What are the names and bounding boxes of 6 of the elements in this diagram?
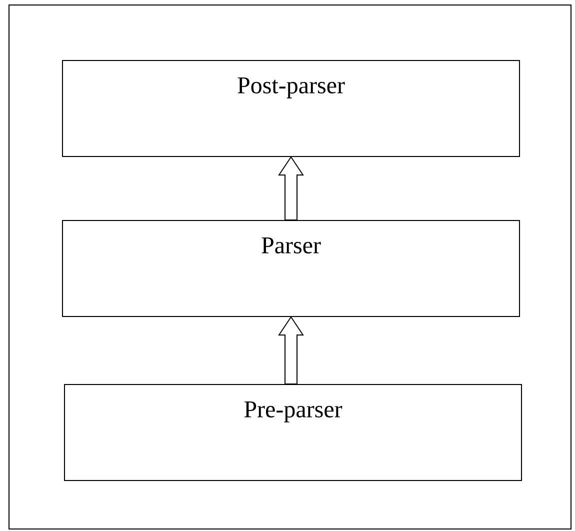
block-arrow	[278, 156, 304, 220]
process-box: Parser	[62, 220, 520, 317]
process-box: Pre-parser	[64, 384, 522, 481]
frame-box	[8, 4, 572, 530]
block-arrow	[278, 316, 304, 384]
process-box: Post-parser	[62, 60, 520, 157]
